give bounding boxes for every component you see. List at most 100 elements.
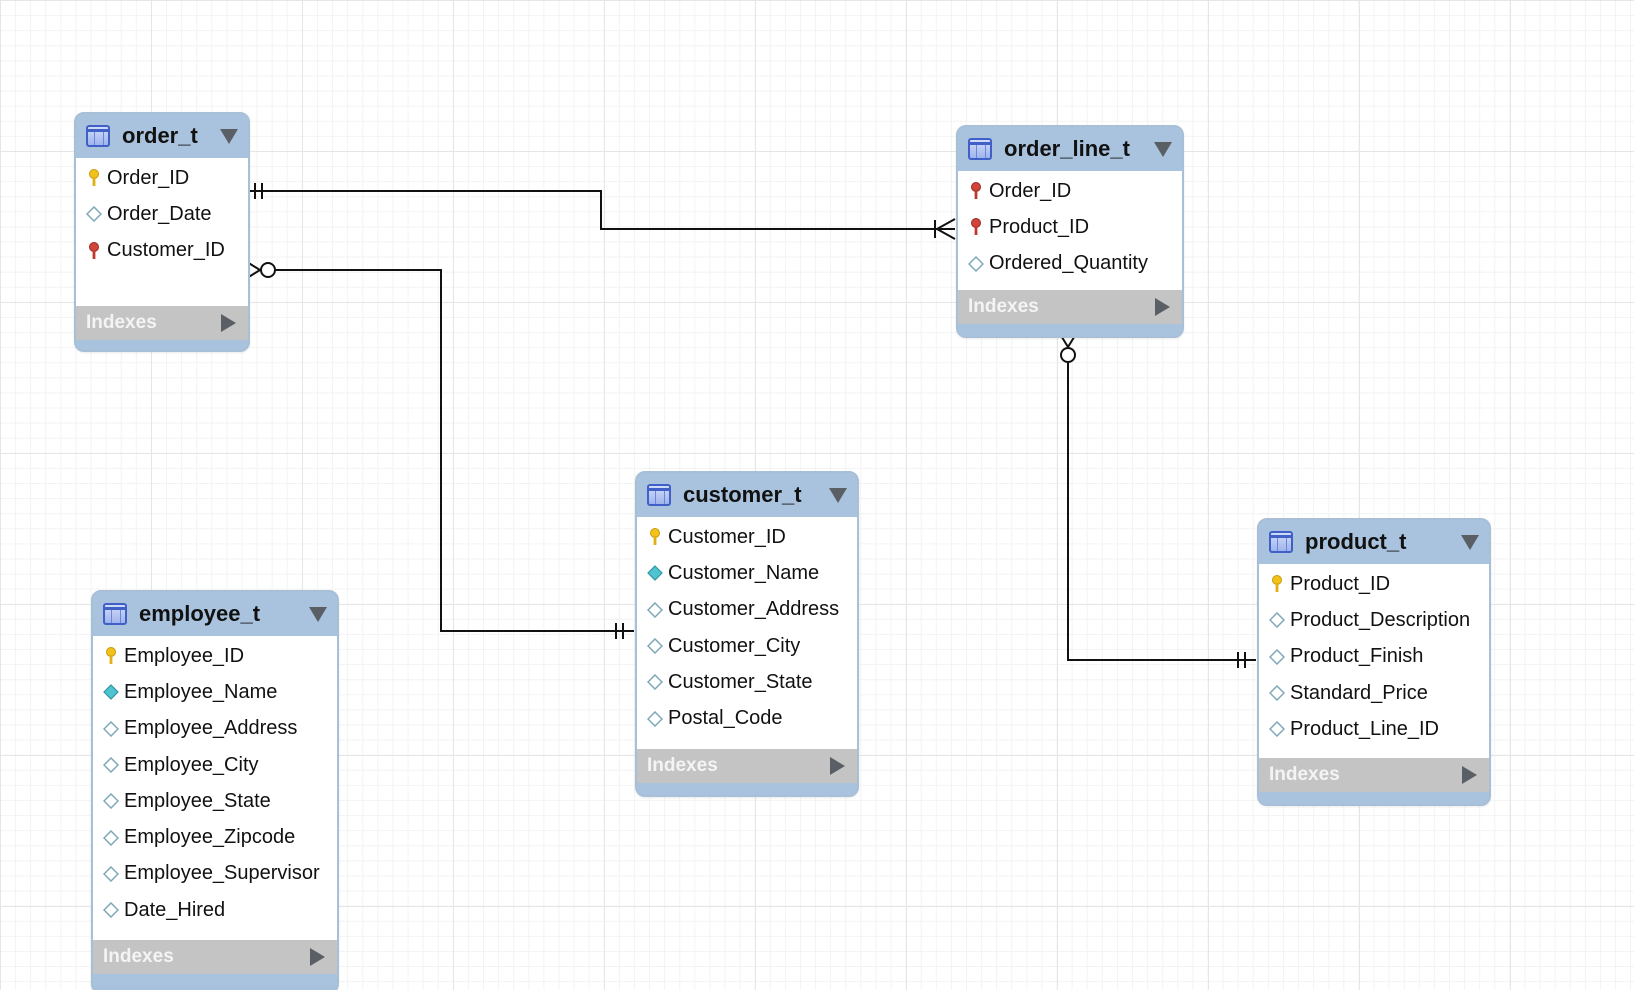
foreign-key-icon	[968, 182, 984, 200]
column-row[interactable]: Customer_ID	[637, 519, 857, 555]
column-row[interactable]: Employee_City	[93, 747, 337, 783]
column-label: Product_Finish	[1290, 645, 1424, 668]
collapse-triangle-icon[interactable]	[220, 128, 238, 144]
primary-key-icon	[86, 169, 102, 187]
entity-footer	[76, 340, 248, 350]
entity-title: product_t	[1305, 529, 1407, 554]
column-row[interactable]: Order_ID	[958, 173, 1182, 209]
expand-triangle-icon[interactable]	[1155, 298, 1170, 316]
column-label: Customer_State	[668, 670, 813, 693]
foreign-key-icon	[968, 218, 984, 236]
collapse-triangle-icon[interactable]	[1154, 141, 1172, 157]
entity-order-line-t[interactable]: order_line_t Order_ID Product_ID Orde	[956, 125, 1184, 338]
collapse-triangle-icon[interactable]	[309, 606, 327, 622]
column-list: Employee_ID Employee_Name Employee_Addre…	[93, 636, 337, 940]
column-row[interactable]: Employee_State	[93, 783, 337, 819]
attribute-icon	[1269, 611, 1285, 629]
column-label: Date_Hired	[124, 898, 226, 921]
column-list: Customer_ID Customer_Name Customer_Addre…	[637, 517, 857, 749]
column-row[interactable]: Postal_Code	[637, 700, 857, 736]
table-icon	[103, 603, 127, 625]
required-attribute-icon	[103, 683, 119, 701]
column-row[interactable]: Employee_Name	[93, 674, 337, 710]
relationship-order-to-order-line[interactable]	[247, 183, 956, 240]
column-label: Employee_Address	[124, 717, 298, 740]
entity-header[interactable]: employee_t	[93, 592, 337, 636]
zero-optional-circle	[260, 262, 276, 278]
indexes-label: Indexes	[86, 312, 157, 333]
attribute-icon	[103, 829, 119, 847]
column-label: Employee_Zipcode	[124, 826, 296, 849]
column-label: Customer_ID	[668, 525, 786, 548]
expand-triangle-icon[interactable]	[310, 948, 325, 966]
indexes-section[interactable]: Indexes	[76, 306, 248, 340]
column-row[interactable]: Employee_Address	[93, 711, 337, 747]
column-list: Product_ID Product_Description Product_F…	[1259, 564, 1489, 758]
attribute-icon	[647, 637, 663, 655]
column-row[interactable]: Order_Date	[76, 196, 248, 232]
indexes-section[interactable]: Indexes	[958, 290, 1182, 324]
column-row[interactable]: Customer_ID	[76, 233, 248, 269]
column-row[interactable]: Employee_ID	[93, 638, 337, 674]
required-attribute-icon	[647, 564, 663, 582]
expand-triangle-icon[interactable]	[830, 757, 845, 775]
collapse-triangle-icon[interactable]	[1461, 534, 1479, 550]
column-row[interactable]: Product_Line_ID	[1259, 711, 1489, 747]
entity-header[interactable]: order_line_t	[958, 127, 1182, 171]
table-icon	[86, 125, 110, 147]
column-row[interactable]: Customer_State	[637, 664, 857, 700]
indexes-label: Indexes	[103, 946, 174, 967]
indexes-section[interactable]: Indexes	[1259, 758, 1489, 792]
column-row[interactable]: Employee_Zipcode	[93, 819, 337, 855]
column-row[interactable]: Product_ID	[1259, 566, 1489, 602]
column-label: Product_ID	[1290, 572, 1391, 595]
entity-title: order_line_t	[1004, 136, 1130, 161]
zero-optional-circle	[1060, 347, 1076, 363]
column-label: Employee_Name	[124, 680, 278, 703]
collapse-triangle-icon[interactable]	[829, 487, 847, 503]
entity-header[interactable]: product_t	[1259, 520, 1489, 564]
entity-header[interactable]: customer_t	[637, 473, 857, 517]
column-label: Order_ID	[107, 166, 190, 189]
column-row[interactable]: Customer_City	[637, 628, 857, 664]
table-icon	[1269, 531, 1293, 553]
entity-order-t[interactable]: order_t Order_ID Order_Date Customer_	[74, 112, 250, 352]
attribute-icon	[1269, 648, 1285, 666]
crowsfoot	[936, 218, 956, 230]
column-row[interactable]: Ordered_Quantity	[958, 246, 1182, 282]
indexes-section[interactable]: Indexes	[93, 940, 337, 974]
entity-header[interactable]: order_t	[76, 114, 248, 158]
column-row[interactable]: Product_Description	[1259, 602, 1489, 638]
entity-footer	[637, 783, 857, 795]
column-row[interactable]: Order_ID	[76, 160, 248, 196]
relationship-order-to-customer[interactable]	[246, 261, 634, 639]
entity-customer-t[interactable]: customer_t Customer_ID Customer_Name	[635, 471, 859, 797]
attribute-icon	[103, 756, 119, 774]
attribute-icon	[647, 710, 663, 728]
column-label: Product_Line_ID	[1290, 717, 1439, 740]
entity-employee-t[interactable]: employee_t Employee_ID Employee_Name	[91, 590, 339, 990]
expand-triangle-icon[interactable]	[221, 314, 236, 332]
entity-title: order_t	[122, 123, 198, 148]
attribute-icon	[103, 792, 119, 810]
entity-footer	[93, 974, 337, 986]
entity-title: employee_t	[139, 601, 261, 626]
column-row[interactable]: Product_Finish	[1259, 639, 1489, 675]
column-row[interactable]: Customer_Address	[637, 592, 857, 628]
column-row[interactable]: Standard_Price	[1259, 675, 1489, 711]
column-label: Customer_ID	[107, 239, 225, 262]
column-row[interactable]: Date_Hired	[93, 892, 337, 928]
attribute-icon	[968, 255, 984, 273]
primary-key-icon	[103, 647, 119, 665]
attribute-icon	[103, 720, 119, 738]
indexes-section[interactable]: Indexes	[637, 749, 857, 783]
column-row[interactable]: Customer_Name	[637, 555, 857, 591]
column-row[interactable]: Employee_Supervisor	[93, 856, 337, 892]
expand-triangle-icon[interactable]	[1462, 766, 1477, 784]
relationship-order-line-to-product[interactable]	[1059, 333, 1256, 668]
attribute-icon	[647, 673, 663, 691]
entity-product-t[interactable]: product_t Product_ID Product_Description	[1257, 518, 1491, 806]
attribute-icon	[103, 901, 119, 919]
column-row[interactable]: Product_ID	[958, 209, 1182, 245]
